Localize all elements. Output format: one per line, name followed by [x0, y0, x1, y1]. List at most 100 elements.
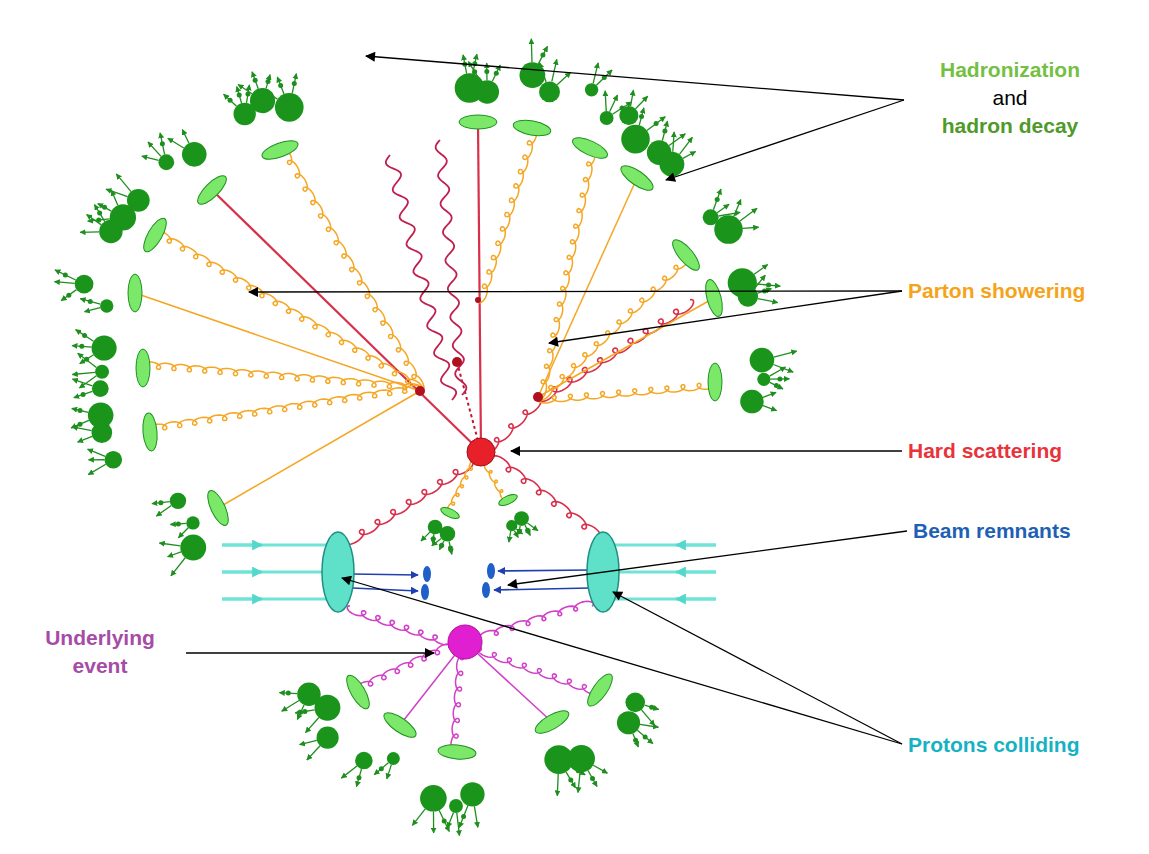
callout-label: Parton showering [908, 277, 1085, 305]
decay-arrow [182, 130, 189, 144]
hadronization-cluster [512, 118, 552, 138]
decay-arrow [639, 108, 644, 125]
decay-product [302, 709, 307, 714]
decay-arrow [596, 70, 612, 85]
hadronization-cluster [668, 236, 703, 274]
decay-product [643, 734, 648, 739]
decay-arrow [740, 208, 757, 221]
decay-arrow [160, 133, 165, 155]
decay-arrow [640, 724, 658, 727]
hadronization-cluster [139, 215, 170, 255]
decay-arrow [88, 449, 106, 456]
decay-product [461, 814, 466, 819]
hadronization-cluster [194, 172, 231, 209]
hadron [100, 299, 113, 312]
decay-product [253, 78, 258, 83]
decay-arrow [159, 543, 180, 546]
hadronization-cluster [204, 488, 233, 528]
decay-product [777, 377, 782, 382]
decay-arrow [593, 765, 607, 773]
callout-label: and [910, 84, 1110, 112]
decay-product [525, 528, 530, 533]
decay-product [78, 408, 83, 413]
decay-product [278, 83, 283, 88]
label-holder: hadron decay [910, 112, 1110, 140]
decay-arrow [633, 733, 638, 746]
decay-arrow [588, 770, 597, 786]
decay-product [439, 543, 444, 548]
decay-arrow [156, 506, 171, 516]
decay-product [82, 333, 87, 338]
hadronization-cluster [380, 708, 419, 741]
shower-line [135, 293, 420, 391]
decay-arrow [306, 717, 319, 732]
decay-arrow [669, 134, 685, 146]
shower-line [538, 298, 714, 397]
decay-product [639, 114, 644, 119]
decay-product [662, 128, 667, 133]
hadron [544, 745, 573, 774]
decay-arrow [631, 90, 634, 106]
decay-arrow [647, 117, 665, 131]
hadron [186, 516, 199, 529]
hadronization-cluster [439, 505, 461, 521]
leader-line [613, 592, 902, 744]
decay-arrow [531, 39, 533, 63]
decay-arrow [80, 355, 94, 364]
remnant-blob [487, 563, 495, 579]
shower-line [538, 146, 595, 399]
beam-line [222, 571, 330, 574]
hadron [88, 403, 114, 429]
beam-line [612, 571, 716, 574]
decay-arrow [78, 353, 97, 367]
hadron [625, 693, 645, 713]
decay-arrow [557, 72, 570, 85]
leader-line [666, 100, 904, 180]
hadron [95, 365, 109, 379]
decay-arrow [509, 531, 511, 542]
proton [322, 532, 354, 612]
decay-arrow [758, 299, 778, 303]
hadron [92, 335, 117, 360]
decay-arrow [763, 406, 777, 411]
decay-product [298, 710, 303, 715]
remnant-line [498, 570, 590, 571]
decay-arrow [341, 766, 357, 778]
decay-arrow [645, 705, 659, 709]
hadronization-cluster [617, 161, 656, 194]
decay-arrow [578, 772, 580, 792]
leader-line [366, 56, 904, 100]
callout-label: Underlying event [30, 624, 170, 680]
branch-dot [475, 297, 481, 303]
beam-line [222, 544, 330, 547]
remnant-line [352, 574, 418, 575]
hadronization-cluster [437, 743, 476, 760]
decay-arrow [78, 436, 93, 442]
decay-arrow [295, 710, 314, 713]
hadronization-cluster [459, 115, 497, 129]
decay-arrow [168, 138, 184, 148]
decay-product [484, 69, 489, 74]
label-holder: and [910, 84, 1110, 112]
decay-arrow [642, 710, 655, 726]
hadron [182, 142, 207, 167]
hadron [104, 451, 122, 469]
decay-arrow [516, 529, 522, 534]
decay-arrow [412, 809, 425, 826]
decay-product [292, 81, 297, 86]
decay-arrow [84, 308, 100, 312]
decay-product [448, 545, 453, 550]
decay-arrow [557, 774, 559, 796]
decay-arrow [106, 189, 128, 196]
parton-line [537, 300, 694, 402]
decay-arrow [74, 391, 93, 397]
decay-arrow [55, 270, 76, 280]
hadron [617, 711, 640, 734]
hadron [355, 752, 372, 769]
decay-product [431, 536, 436, 541]
decay-arrow [774, 351, 797, 357]
decay-arrow [178, 528, 188, 538]
decay-arrow [448, 812, 454, 827]
decay-arrow [171, 558, 185, 576]
